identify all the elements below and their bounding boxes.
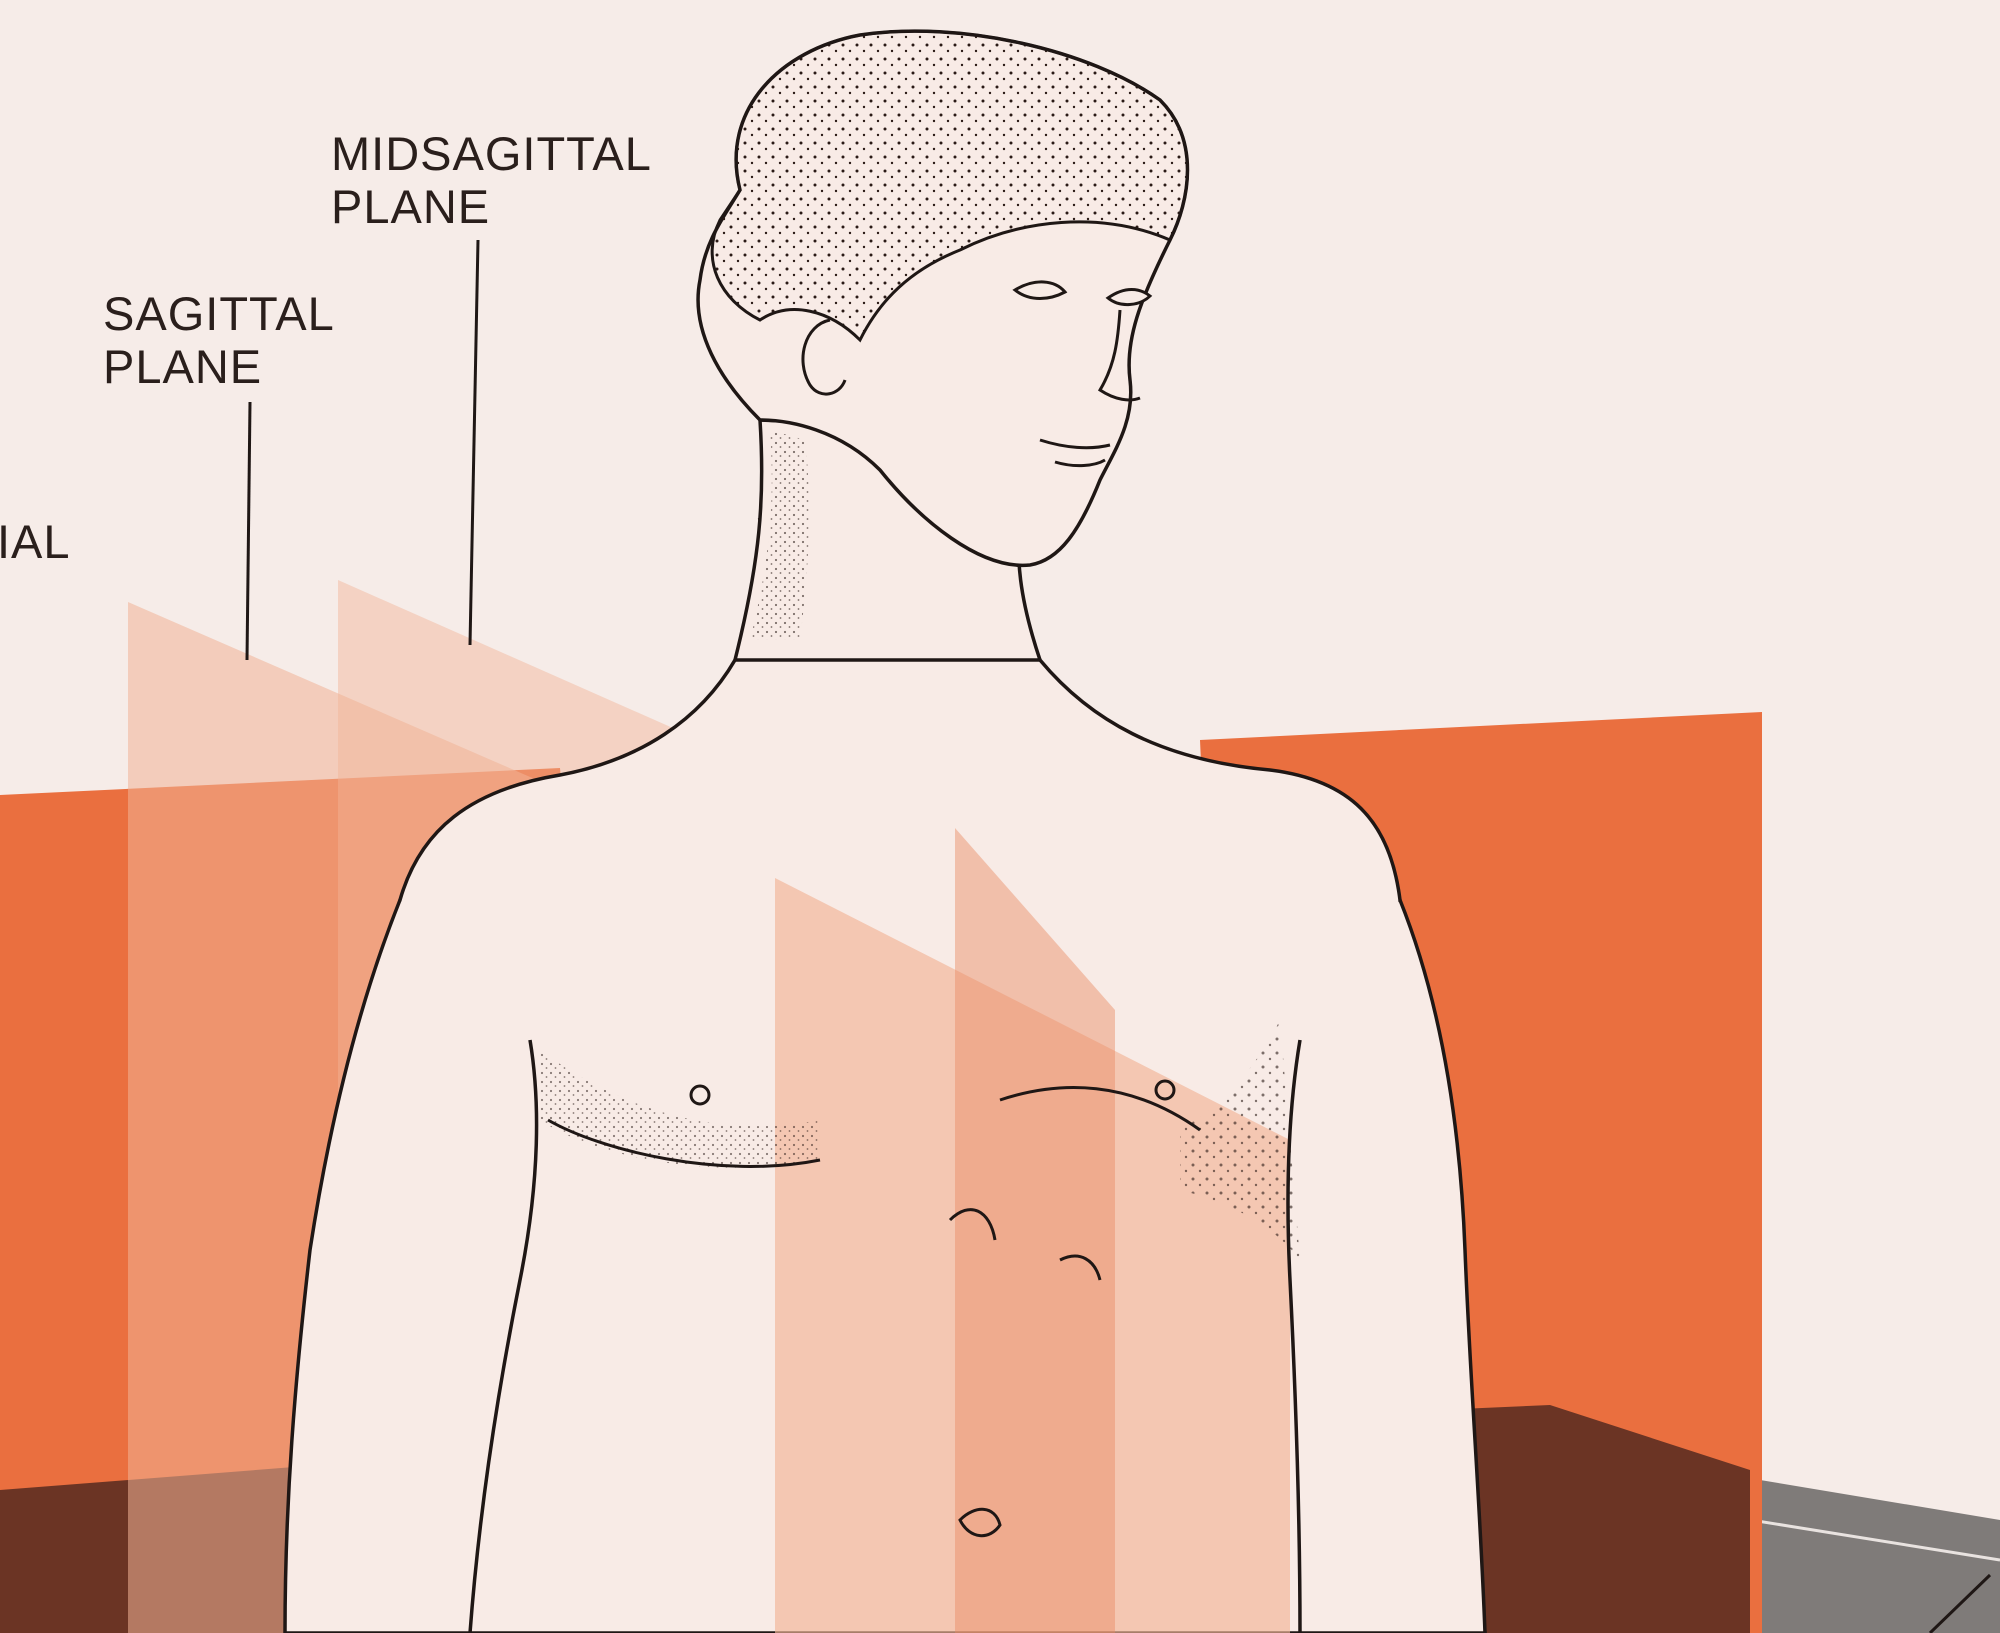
figure-nipple-left (689, 1084, 711, 1106)
label-frontal-text: IAL (0, 515, 71, 568)
sagittal-leader-line (245, 401, 252, 661)
figure-ear (801, 318, 847, 396)
figure-left-arm (283, 899, 539, 1633)
label-frontal-partial: IAL (0, 515, 71, 568)
label-midsagittal-plane: MIDSAGITTAL PLANE (331, 127, 652, 233)
label-sagittal-line2: PLANE (103, 340, 263, 393)
sagittal-plane-front (955, 828, 1115, 1633)
figure-nipple-right (1154, 1079, 1176, 1101)
midsagittal-plane-front (775, 878, 1290, 1633)
figure-abs-line (948, 1208, 1102, 1281)
figure-navel (958, 1507, 1002, 1538)
floor-edge-mark (1928, 1573, 1992, 1633)
midsagittal-leader-line (468, 239, 480, 646)
label-midsagittal-line1: MIDSAGITTAL (331, 127, 652, 180)
label-sagittal-plane: SAGITTAL PLANE (103, 287, 335, 393)
label-midsagittal-line2: PLANE (331, 180, 491, 233)
label-sagittal-line1: SAGITTAL (103, 287, 335, 340)
figure-eye-left (1012, 280, 1068, 300)
figure-neck-shading (750, 430, 810, 640)
figure-nose (1097, 309, 1141, 402)
figure-mouth (1039, 438, 1111, 468)
figure-torso-right-shading (1180, 1020, 1300, 1260)
figure-chest-line (547, 1086, 1201, 1168)
figure-chest-shading (540, 1050, 820, 1168)
figure-eye-right (1105, 288, 1153, 306)
figure-hair (710, 29, 1189, 343)
